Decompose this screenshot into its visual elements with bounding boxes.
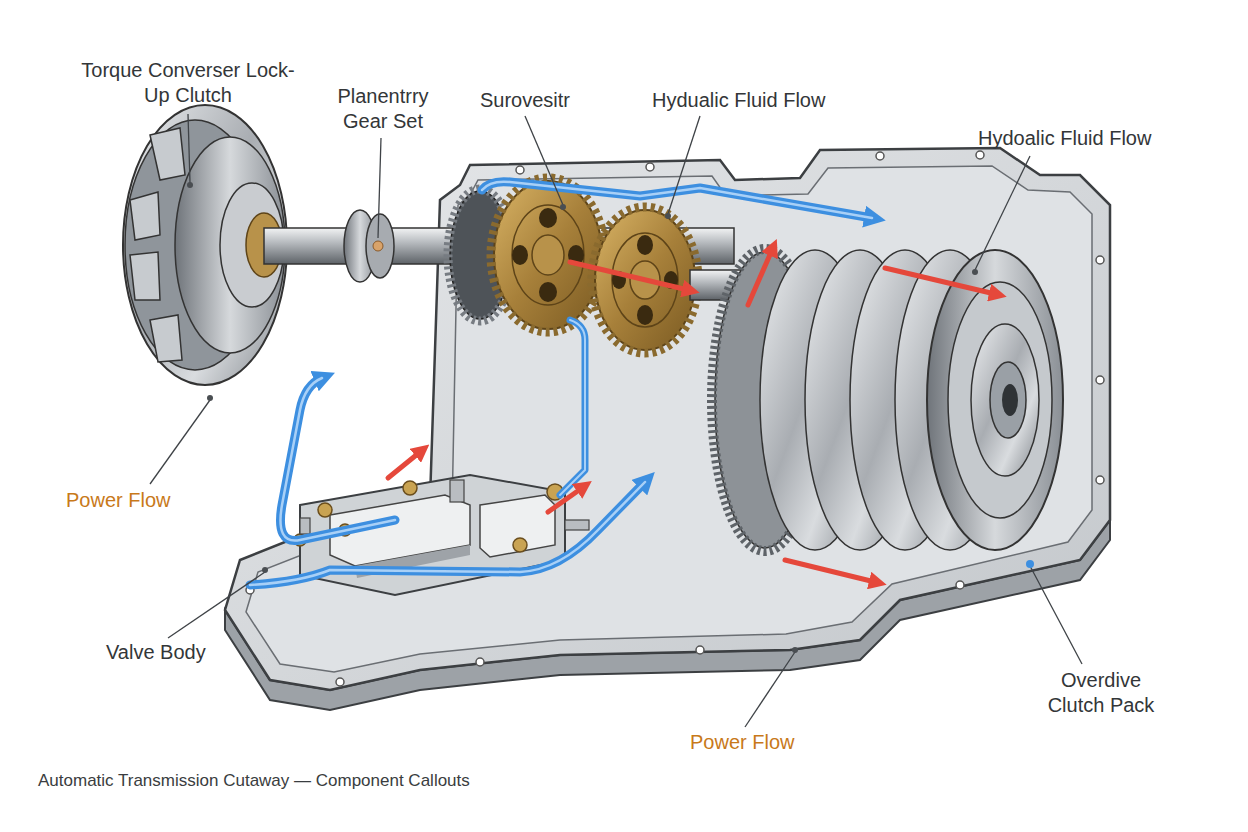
part-label: Hydualic Fluid Flow [652, 88, 825, 113]
figure-caption: Automatic Transmission Cutaway — Compone… [38, 771, 470, 791]
part-label: Power Flow [690, 730, 794, 755]
part-label: Surovesitr [480, 88, 570, 113]
part-label: Hydoalic Fluid Flow [978, 126, 1151, 151]
part-label: Planentrry Gear Set [318, 84, 448, 134]
part-label: Power Flow [66, 488, 170, 513]
part-label: Torque Converser Lock-Up Clutch [78, 58, 298, 108]
part-label: Overdive Clutch Pack [1036, 668, 1166, 718]
part-label: Valve Body [106, 640, 206, 665]
